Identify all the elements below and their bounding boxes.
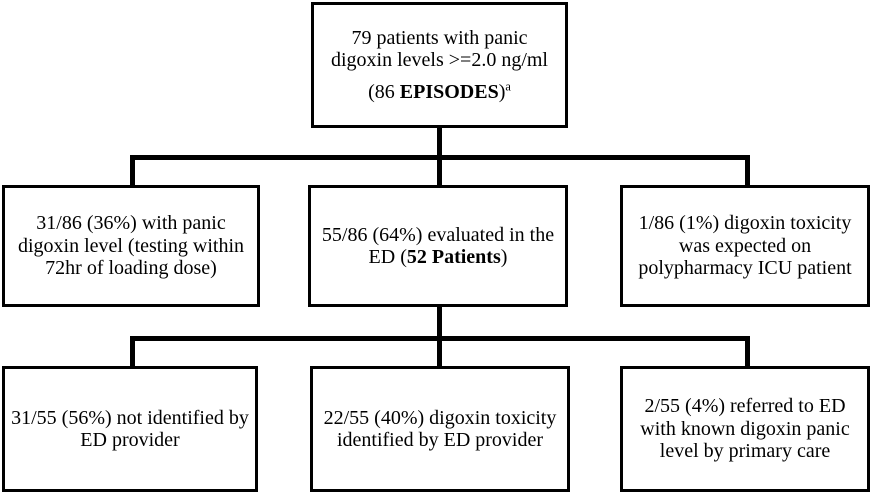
node-not-identified-by-ed-label: 31/55 (56%) not identified by ED provide… bbox=[11, 406, 249, 451]
evaluated-bold: 52 Patients bbox=[406, 246, 501, 268]
node-evaluated-in-ed-label: 55/86 (64%) evaluated in the ED (52 Pati… bbox=[317, 224, 559, 269]
node-referred-to-ed-primary-care-label: 2/55 (4%) referred to ED with known digo… bbox=[640, 395, 850, 463]
evaluated-suffix: ) bbox=[500, 246, 508, 268]
episodes-suffix: ) bbox=[498, 80, 506, 103]
connector-drop-row2-right bbox=[745, 155, 750, 185]
connector-drop-row2-middle bbox=[437, 155, 442, 185]
node-referred-to-ed-primary-care: 2/55 (4%) referred to ED with known digo… bbox=[620, 366, 870, 492]
node-toxicity-identified-by-ed-label: 22/55 (40%) digoxin toxicity identified … bbox=[323, 406, 557, 451]
node-panic-level-testing: 31/86 (36%) with panic digoxin level (te… bbox=[2, 185, 260, 307]
episodes-bold: EPISODES bbox=[399, 80, 499, 103]
connector-stem-top bbox=[437, 128, 442, 158]
node-total-patients-line1: 79 patients with panic digoxin levels >=… bbox=[331, 26, 548, 72]
node-toxicity-identified-by-ed: 22/55 (40%) digoxin toxicity identified … bbox=[310, 366, 570, 492]
connector-drop-row3-left bbox=[130, 336, 135, 366]
node-evaluated-in-ed: 55/86 (64%) evaluated in the ED (52 Pati… bbox=[308, 185, 568, 307]
connector-drop-row3-middle bbox=[437, 336, 442, 366]
node-not-identified-by-ed: 31/55 (56%) not identified by ED provide… bbox=[2, 366, 258, 492]
node-total-patients-episodes: (86 EPISODES)a bbox=[320, 79, 559, 103]
connector-drop-row3-right bbox=[745, 336, 750, 366]
node-panic-level-testing-label: 31/86 (36%) with panic digoxin level (te… bbox=[17, 212, 245, 280]
evaluated-prefix: 55/86 (64%) evaluated in the ED ( bbox=[321, 223, 555, 268]
connector-stem-row2-middle bbox=[437, 307, 442, 339]
node-expected-toxicity-icu-label: 1/86 (1%) digoxin toxicity was expected … bbox=[638, 212, 852, 280]
episodes-footnote-marker: a bbox=[505, 79, 511, 94]
connector-drop-row2-left bbox=[130, 155, 135, 185]
node-expected-toxicity-icu: 1/86 (1%) digoxin toxicity was expected … bbox=[620, 185, 870, 307]
node-total-patients: 79 patients with panic digoxin levels >=… bbox=[311, 2, 568, 128]
episodes-prefix: (86 bbox=[368, 80, 400, 103]
